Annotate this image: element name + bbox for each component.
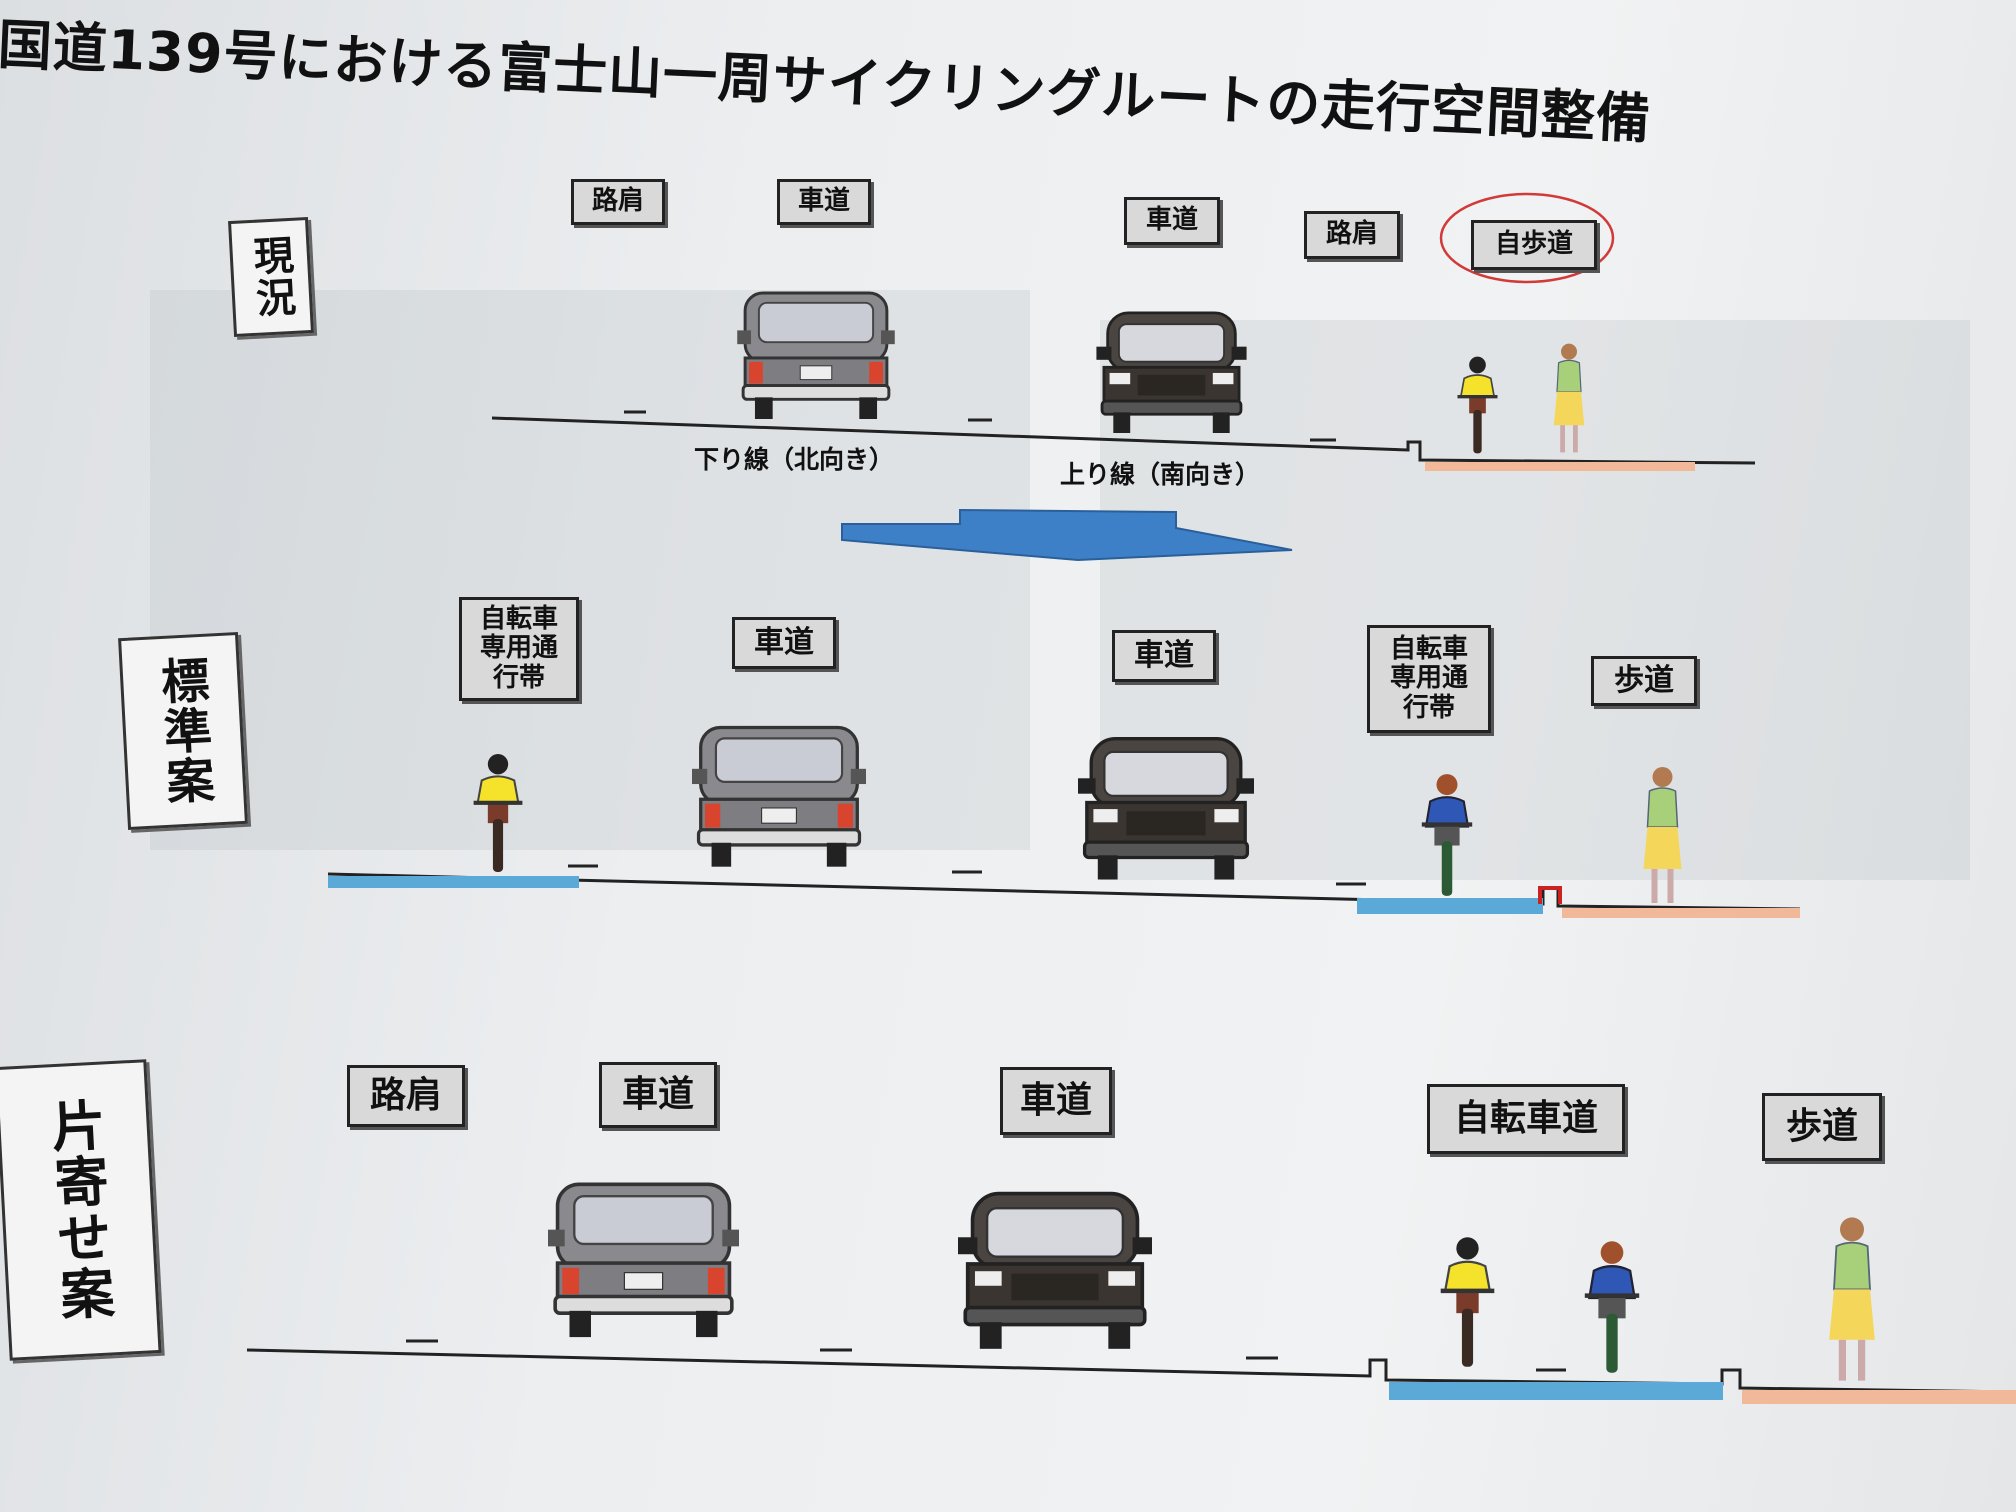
grey-car bbox=[692, 717, 866, 875]
current-road-surface bbox=[491, 410, 1756, 471]
one-sided-road-surface bbox=[246, 1339, 2016, 1404]
cyclist bbox=[1415, 772, 1479, 898]
cyclist bbox=[1434, 1228, 1501, 1376]
section-label-one-sided: 片寄せ案 bbox=[0, 1059, 162, 1361]
label-roadway: 車道 bbox=[1112, 630, 1216, 682]
label-bike-pedestrian-path: 自歩道 bbox=[1471, 220, 1597, 270]
dark-car bbox=[958, 1177, 1152, 1363]
label-bike-lane: 自転車専用通行帯 bbox=[459, 597, 579, 701]
cyclist bbox=[1448, 355, 1507, 455]
label-shoulder: 路肩 bbox=[571, 179, 665, 225]
dark-car bbox=[1078, 730, 1254, 886]
label-roadway: 車道 bbox=[777, 179, 871, 225]
label-roadway: 車道 bbox=[1124, 197, 1220, 245]
grey-car bbox=[548, 1165, 739, 1354]
pedestrian bbox=[1820, 1215, 1884, 1383]
label-roadway: 車道 bbox=[1000, 1067, 1112, 1135]
caption-southbound: 上り線（南向き） bbox=[1060, 460, 1261, 489]
pedestrian bbox=[1637, 765, 1688, 905]
label-roadway: 車道 bbox=[732, 617, 836, 669]
label-shoulder: 路肩 bbox=[1304, 211, 1400, 259]
pedestrian bbox=[1543, 342, 1595, 454]
label-sidewalk: 歩道 bbox=[1762, 1093, 1882, 1161]
label-roadway: 車道 bbox=[599, 1062, 717, 1128]
label-bike-lane: 自転車専用通行帯 bbox=[1367, 625, 1491, 733]
label-shoulder: 路肩 bbox=[347, 1065, 465, 1127]
standard-road-surface bbox=[327, 864, 1801, 918]
cyclist bbox=[466, 752, 530, 874]
cyclist bbox=[1578, 1232, 1646, 1382]
label-bike-path: 自転車道 bbox=[1427, 1084, 1625, 1154]
caption-northbound: 下り線（北向き） bbox=[694, 445, 895, 474]
section-label-standard: 標準案 bbox=[118, 631, 248, 831]
grey-car bbox=[737, 291, 895, 419]
section-label-current: 現況 bbox=[228, 216, 314, 338]
highlight-circle bbox=[1439, 192, 1615, 284]
label-sidewalk: 歩道 bbox=[1591, 656, 1697, 706]
transition-arrow bbox=[841, 508, 1293, 562]
dark-car bbox=[1093, 311, 1250, 433]
